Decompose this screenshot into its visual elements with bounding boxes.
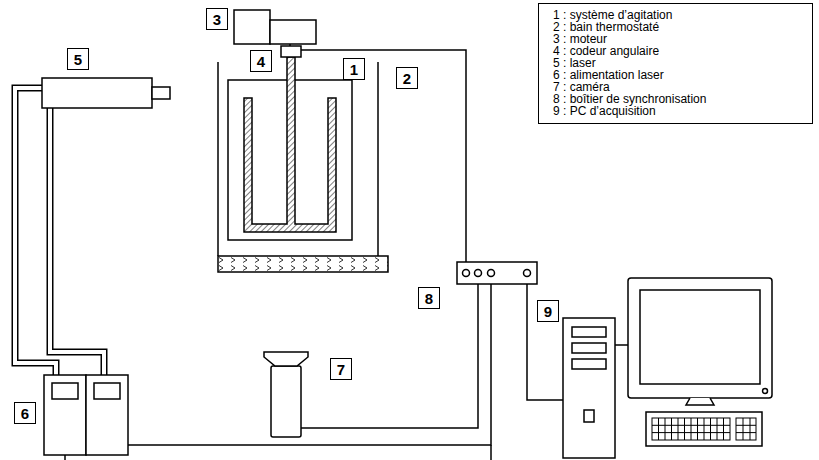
laser-head (152, 87, 170, 99)
base-plate (218, 256, 388, 272)
motor (234, 10, 270, 44)
callout-box: 8 (418, 287, 440, 309)
drive-bay (572, 359, 606, 369)
legend-entry: 2 : bain thermostaté (553, 21, 802, 33)
angular-encoder (281, 46, 301, 57)
legend-entry: 5 : laser (553, 57, 802, 69)
laser (42, 78, 152, 108)
laser-supply (86, 375, 128, 455)
callout-box: 1 (343, 58, 365, 80)
monitor-stand (686, 398, 714, 405)
callout-number: 5 (74, 52, 82, 67)
drive-bay (572, 343, 606, 353)
camera (271, 366, 301, 437)
legend-box: 1 : système d’agitation2 : bain thermost… (538, 3, 813, 124)
power-button (763, 389, 768, 394)
callout-number: 2 (403, 71, 411, 86)
connector (488, 270, 495, 277)
callout-box: 2 (396, 67, 418, 89)
supply-display (52, 383, 78, 399)
laser-cable (50, 108, 104, 375)
callout-number: 6 (21, 406, 29, 421)
callout-number: 7 (337, 362, 345, 377)
callout-box: 7 (330, 358, 352, 380)
callout-box: 6 (14, 402, 36, 424)
bath-wall (217, 62, 219, 256)
legend-entry: 8 : boîtier de synchronisation (553, 93, 802, 105)
callout-number: 3 (213, 12, 221, 27)
pc-wire (527, 273, 563, 400)
camera-lens (264, 352, 308, 366)
connector (463, 270, 470, 277)
monitor (628, 278, 772, 398)
agitator (244, 57, 336, 232)
callout-box: 3 (206, 8, 228, 30)
sync-box (457, 262, 537, 284)
camera-wire (301, 273, 478, 428)
callout-number: 9 (544, 304, 552, 319)
callout-box: 5 (67, 48, 89, 70)
pc-tower (563, 318, 615, 458)
pc-button (584, 410, 594, 422)
laser-cable (50, 108, 104, 375)
callout-number: 4 (257, 54, 265, 69)
drive-bay (572, 327, 606, 337)
laser-supply-wire (128, 273, 491, 445)
keypad (736, 418, 756, 440)
laser-supply (44, 375, 86, 455)
motor (270, 20, 316, 44)
callout-box: 9 (537, 300, 559, 322)
wire (490, 445, 492, 460)
monitor-wire (615, 344, 628, 346)
legend-entry: 9 : PC d’acquisition (553, 105, 802, 117)
legend-entry: 4 : codeur angulaire (553, 45, 802, 57)
keyboard (646, 412, 762, 446)
key-grid (652, 418, 756, 440)
bath-wall (377, 62, 379, 256)
connector (475, 270, 482, 277)
connector (524, 270, 531, 277)
legend-entry: 1 : système d’agitation (553, 9, 802, 21)
callout-number: 1 (350, 62, 358, 77)
callout-number: 8 (425, 291, 433, 306)
callout-box: 4 (250, 50, 272, 72)
screen (640, 290, 760, 384)
legend-entry: 7 : caméra (553, 81, 802, 93)
legend-entry: 6 : alimentation laser (553, 69, 802, 81)
supply-display (94, 383, 120, 399)
legend-entry: 3 : moteur (553, 33, 802, 45)
